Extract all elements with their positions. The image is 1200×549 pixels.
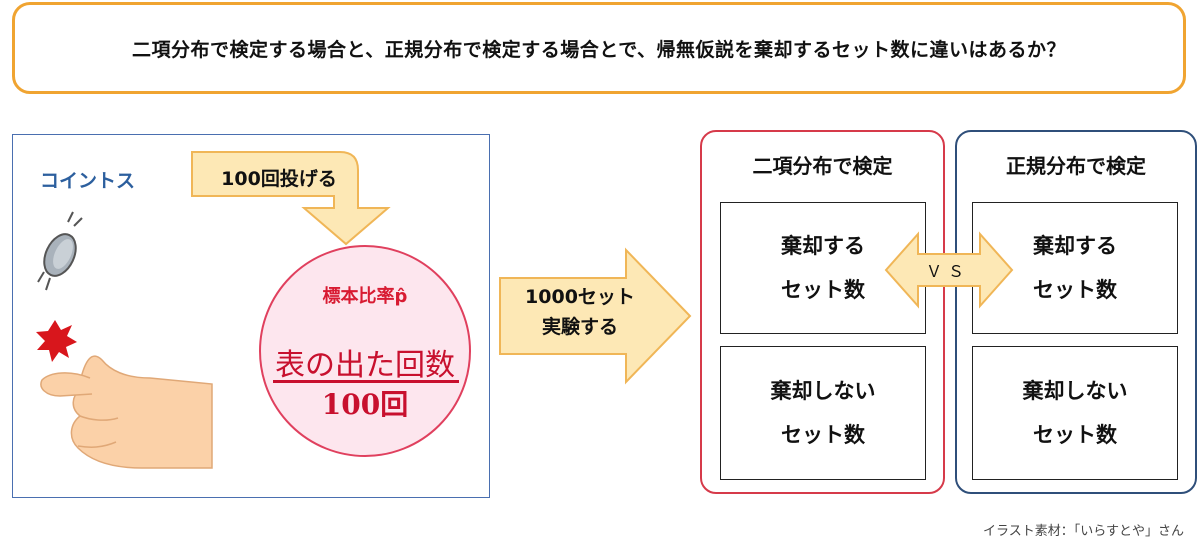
normal-test-title: 正規分布で検定 xyxy=(1006,154,1146,178)
experiment-label-line2: 実験する xyxy=(541,316,618,338)
normal-test-panel xyxy=(955,130,1197,494)
fraction-bar xyxy=(273,380,459,383)
fraction-numerator: 表の出た回数 xyxy=(275,348,455,383)
vs-label: ＶＳ xyxy=(925,262,970,281)
binomial-test-panel xyxy=(700,130,945,494)
normal-not-reject-box: 棄却しない セット数 xyxy=(972,346,1178,480)
fraction-denominator: 100回 xyxy=(321,388,409,421)
throw-arrow xyxy=(191,151,391,246)
throw-label: 100回投げる xyxy=(221,167,337,190)
experiment-arrow xyxy=(499,247,692,385)
question-banner: 二項分布で検定する場合と、正規分布で検定する場合とで、帰無仮説を棄却するセット数… xyxy=(12,2,1186,94)
coin-toss-label: コイントス xyxy=(40,170,136,192)
sample-proportion-title: 標本比率p̂ xyxy=(322,286,408,307)
illustration-credit: イラスト素材：「いらすとや」さん xyxy=(983,524,1184,539)
coin-icon xyxy=(37,211,83,291)
binomial-not-reject-line1: 棄却しない xyxy=(770,379,876,403)
binomial-reject-line2: セット数 xyxy=(781,278,865,302)
normal-not-reject-line1: 棄却しない xyxy=(1022,379,1128,403)
experiment-label: 1000セット 実験する xyxy=(500,282,660,342)
binomial-not-reject-box: 棄却しない セット数 xyxy=(720,346,926,480)
sample-proportion-circle xyxy=(259,245,471,457)
spark-icon xyxy=(36,320,77,362)
normal-reject-line1: 棄却する xyxy=(1033,234,1117,258)
coin-toss-panel xyxy=(12,134,490,498)
normal-reject-line2: セット数 xyxy=(1033,278,1117,302)
hand-icon xyxy=(40,355,213,469)
binomial-test-title: 二項分布で検定 xyxy=(752,154,893,178)
normal-not-reject-line2: セット数 xyxy=(1033,423,1117,447)
question-text: 二項分布で検定する場合と、正規分布で検定する場合とで、帰無仮説を棄却するセット数… xyxy=(132,38,1066,61)
binomial-reject-line1: 棄却する xyxy=(781,234,865,258)
coin-toss-illustration xyxy=(36,211,213,469)
experiment-label-line1: 1000セット xyxy=(525,286,635,308)
binomial-not-reject-line2: セット数 xyxy=(781,423,865,447)
vs-double-arrow xyxy=(884,231,1014,309)
binomial-reject-box: 棄却する セット数 xyxy=(720,202,926,334)
